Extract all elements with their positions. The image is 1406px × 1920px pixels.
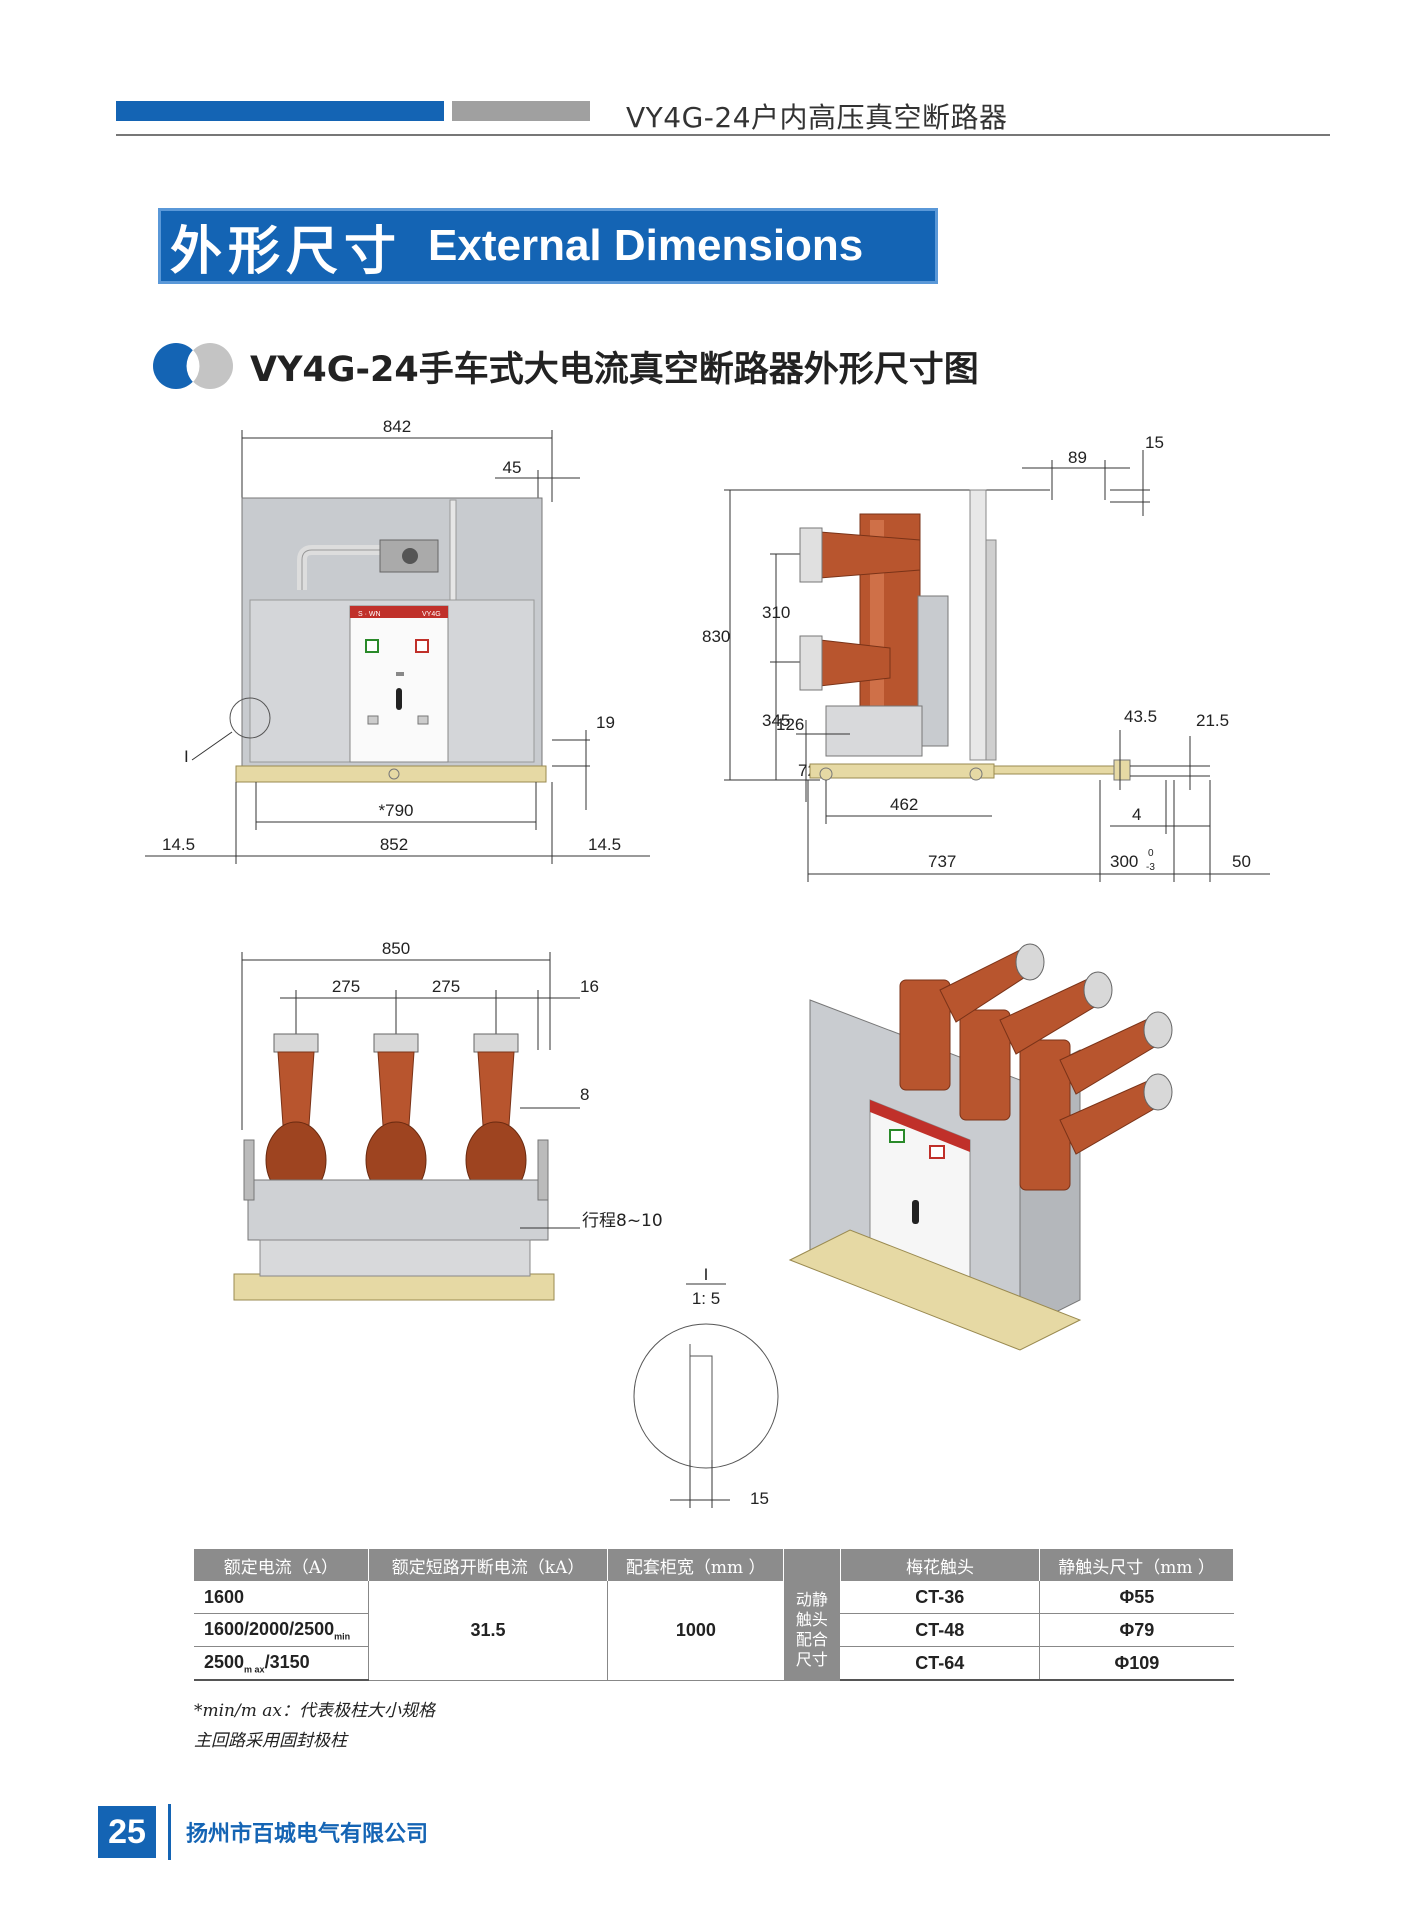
- header-blue-bar: [116, 101, 444, 121]
- panel-brand: S · WN: [358, 611, 381, 618]
- th-merged-spacer: [783, 1549, 841, 1581]
- dim-300: 300: [1110, 852, 1138, 871]
- dim-790: *790: [379, 801, 414, 820]
- table-header-row: 额定电流（A） 额定短路开断电流（kA） 配套柜宽（mm ） 梅花触头 静触头尺…: [194, 1549, 1234, 1581]
- header-rule: [116, 134, 1330, 136]
- bullet-circles-icon: [153, 343, 233, 389]
- cell-current: 1600: [194, 1581, 369, 1614]
- detail-scale: 1: 5: [692, 1289, 720, 1308]
- cell-size: Φ79: [1039, 1613, 1234, 1647]
- cell-size: Φ55: [1039, 1581, 1234, 1614]
- cell-size: Φ109: [1039, 1646, 1234, 1681]
- cell-current: 1600/2000/2500min: [194, 1613, 369, 1647]
- dim-126: 126: [776, 715, 804, 734]
- dim-19: 19: [596, 713, 615, 732]
- th-contact-size: 静触头尺寸（mm ）: [1039, 1549, 1234, 1581]
- dim-275-a: 275: [332, 977, 360, 996]
- cell-contact: CT-36: [840, 1581, 1040, 1614]
- cell-cabinet: 1000: [607, 1581, 784, 1681]
- table-row: 2500m ax/3150 CT-64 Φ109: [194, 1646, 1234, 1681]
- cell-contact: CT-48: [840, 1613, 1040, 1647]
- dim-8: 8: [580, 1085, 589, 1104]
- breaker-photo: [788, 943, 1173, 1351]
- banner-title-cn: 外形尺寸: [170, 220, 403, 282]
- table-row: 1600 31.5 1000 动静触头配合尺寸 CT-36 Φ55: [194, 1581, 1234, 1681]
- detail-mark-front: I: [184, 747, 189, 766]
- dim-15: 15: [1145, 433, 1164, 452]
- dim-14-5-left: 14.5: [162, 835, 195, 854]
- note-poles: 主回路采用固封极柱: [194, 1731, 347, 1751]
- header-gray-bar: [452, 101, 590, 121]
- dim-345: 345: [762, 711, 790, 730]
- dim-842: 842: [383, 417, 411, 436]
- cell-current: 2500m ax/3150: [194, 1646, 369, 1681]
- dim-45: 45: [503, 458, 522, 477]
- dim-300-tol-bottom: -3: [1146, 862, 1155, 873]
- th-cabinet-width: 配套柜宽（mm ）: [607, 1549, 785, 1581]
- th-rated-current: 额定电流（A）: [194, 1549, 369, 1581]
- detail-i-drawing: I 1: 5 15: [633, 1265, 779, 1508]
- cell-breaking: 31.5: [367, 1581, 608, 1681]
- footer-divider: [168, 1804, 171, 1860]
- dim-50: 50: [1232, 852, 1251, 871]
- drawing-title: VY4G-24手车式大电流真空断路器外形尺寸图: [250, 350, 979, 390]
- dim-4: 4: [1132, 805, 1141, 824]
- dim-89: 89: [1068, 448, 1087, 467]
- th-contact: 梅花触头: [840, 1549, 1041, 1581]
- panel-model: VY4G: [422, 611, 441, 618]
- side-view-drawing: 89 15 830 310 345 126 72 43.5 21.5 462 4: [702, 433, 1270, 882]
- th-breaking-current: 额定短路开断电流（kA）: [368, 1549, 609, 1581]
- dim-16: 16: [580, 977, 599, 996]
- dim-737: 737: [928, 852, 956, 871]
- note-minmax: *min/m ax：代表极柱大小规格: [194, 1701, 435, 1721]
- dim-310: 310: [762, 603, 790, 622]
- dim-275-b: 275: [432, 977, 460, 996]
- cell-merged-label: 动静触头配合尺寸: [783, 1581, 841, 1681]
- dim-830: 830: [702, 627, 730, 646]
- dim-300-tol-top: 0: [1148, 848, 1154, 859]
- front-view-drawing: 842 45 S · WN VY4G I 19 *790 852 14.5 14…: [145, 417, 650, 864]
- section-banner: 外形尺寸 External Dimensions: [158, 208, 938, 284]
- dim-14-5-right: 14.5: [588, 835, 621, 854]
- detail-mark: I: [704, 1265, 709, 1284]
- rear-view-drawing: 850 275 275 16 8 行程8~10: [233, 939, 663, 1301]
- header-title: VY4G-24户内高压真空断路器: [626, 101, 1008, 134]
- dim-850: 850: [382, 939, 410, 958]
- dim-43-5: 43.5: [1124, 707, 1157, 726]
- table-row: 1600/2000/2500min CT-48 Φ79: [194, 1613, 1234, 1647]
- dim-21-5: 21.5: [1196, 711, 1229, 730]
- detail-dim-15: 15: [750, 1489, 769, 1508]
- banner-title-en: External Dimensions: [428, 221, 864, 270]
- pole-insulators: [265, 1033, 527, 1199]
- spec-table: 额定电流（A） 额定短路开断电流（kA） 配套柜宽（mm ） 梅花触头 静触头尺…: [194, 1549, 1234, 1681]
- company-name: 扬州市百城电气有限公司: [186, 1822, 429, 1847]
- stroke-label: 行程8~10: [582, 1211, 663, 1231]
- page-number: 25: [98, 1806, 156, 1858]
- merged-label-text: 动静触头配合尺寸: [795, 1590, 828, 1670]
- dim-462: 462: [890, 795, 918, 814]
- dim-852: 852: [380, 835, 408, 854]
- cell-contact: CT-64: [840, 1646, 1040, 1681]
